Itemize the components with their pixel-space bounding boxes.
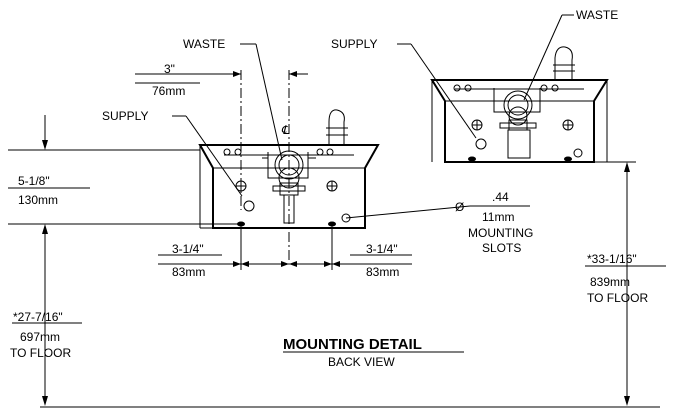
- right-fountain-unit: [430, 46, 609, 163]
- dim-3-mm: 76mm: [152, 84, 185, 98]
- annotation-labels: WASTE WASTE SUPPLY SUPPLY 3" 76mm ℄ 5-1/…: [10, 8, 648, 369]
- waste-left-label: WASTE: [183, 37, 225, 51]
- dim-314-right-in: 3-1/4": [366, 242, 398, 256]
- left-floor-mm: 697mm: [20, 330, 60, 344]
- slot-text-line1: MOUNTING: [468, 226, 533, 240]
- slot-size-mm: 11mm: [482, 210, 514, 224]
- left-dimensions: [8, 43, 660, 408]
- drawing-title: MOUNTING DETAIL: [283, 336, 422, 353]
- right-floor-text: TO FLOOR: [587, 291, 648, 305]
- right-dimensions: [397, 14, 666, 406]
- dim-314-left-in: 3-1/4": [172, 242, 204, 256]
- dim-3-in: 3": [164, 62, 175, 76]
- dim-314-left-mm: 83mm: [172, 265, 205, 279]
- dim-314-right-mm: 83mm: [366, 265, 399, 279]
- dim-518-mm: 130mm: [18, 193, 58, 207]
- left-floor-text: TO FLOOR: [10, 346, 71, 360]
- centerline-symbol: ℄: [281, 123, 289, 137]
- dim-518-in: 5-1/8": [18, 174, 50, 188]
- right-floor-mm: 839mm: [590, 275, 630, 289]
- right-floor-inches: *33-1/16": [587, 252, 637, 266]
- supply-left-label: SUPPLY: [102, 109, 148, 123]
- slot-text-line2: SLOTS: [482, 241, 521, 255]
- left-floor-inches: *27-7/16": [13, 310, 63, 324]
- supply-right-label: SUPPLY: [331, 37, 377, 51]
- drawing-subtitle: BACK VIEW: [328, 355, 395, 369]
- slot-diameter-symbol: Ø: [455, 200, 464, 214]
- slot-size-in: .44: [492, 190, 509, 204]
- waste-right-label: WASTE: [576, 8, 618, 22]
